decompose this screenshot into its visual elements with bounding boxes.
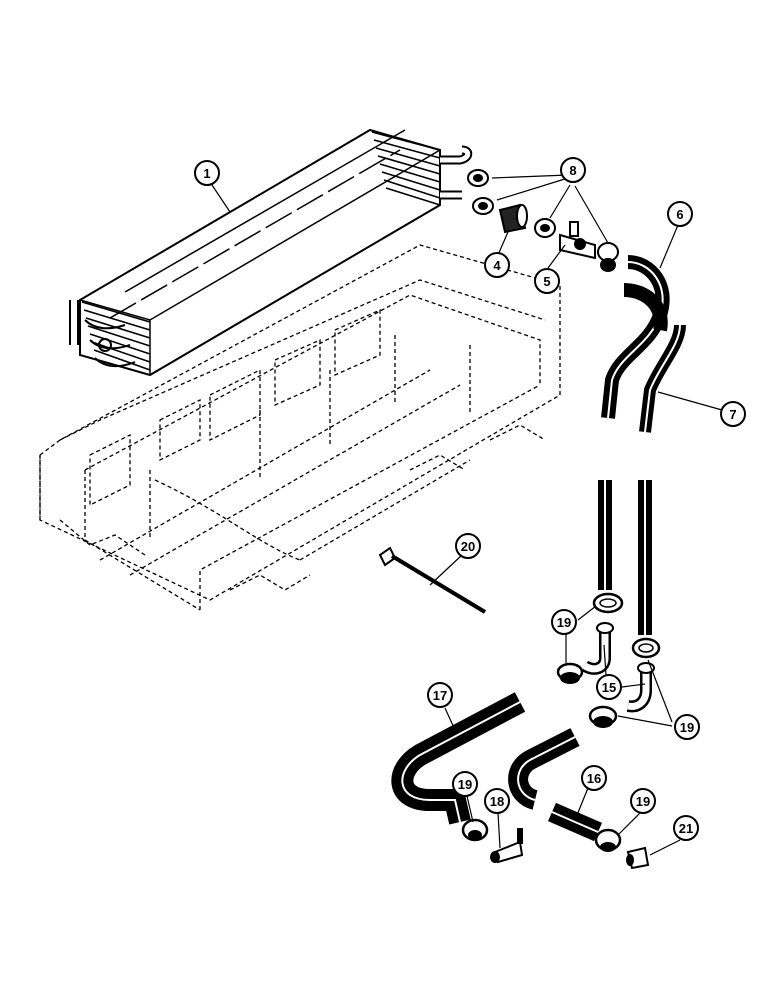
clamp-8a bbox=[467, 169, 489, 187]
clamp-8c bbox=[534, 218, 556, 238]
clamp-19-upper bbox=[592, 592, 624, 614]
callout-19-a: 19 bbox=[551, 609, 577, 635]
clamp-19-bottom-left bbox=[461, 818, 489, 842]
hose-17 bbox=[391, 692, 526, 825]
svg-text:19: 19 bbox=[458, 777, 472, 792]
valve-5 bbox=[559, 221, 596, 260]
hose-7 bbox=[623, 283, 686, 433]
svg-text:1: 1 bbox=[203, 166, 210, 181]
clamp-19-left bbox=[556, 662, 584, 684]
svg-text:19: 19 bbox=[557, 615, 571, 630]
callout-7: 7 bbox=[720, 401, 746, 427]
hose-16 bbox=[508, 728, 602, 842]
callout-19-d: 19 bbox=[630, 788, 656, 814]
callout-5: 5 bbox=[534, 268, 560, 294]
callout-4: 4 bbox=[484, 252, 510, 278]
clamp-8d bbox=[597, 242, 619, 272]
callout-6: 6 bbox=[667, 201, 693, 227]
svg-text:17: 17 bbox=[433, 688, 447, 703]
drain-fitting-18 bbox=[490, 828, 524, 864]
svg-text:21: 21 bbox=[679, 821, 693, 836]
callout-16: 16 bbox=[581, 765, 607, 791]
svg-text:6: 6 bbox=[676, 207, 683, 222]
elbow-15-left bbox=[581, 622, 614, 675]
callout-20: 20 bbox=[455, 533, 481, 559]
callout-21: 21 bbox=[673, 815, 699, 841]
clamp-19-lower bbox=[588, 705, 618, 728]
svg-text:5: 5 bbox=[543, 274, 550, 289]
leader-lines bbox=[209, 174, 723, 856]
svg-text:19: 19 bbox=[680, 720, 694, 735]
svg-text:4: 4 bbox=[493, 258, 501, 273]
svg-text:16: 16 bbox=[587, 771, 601, 786]
coupler-4 bbox=[498, 203, 528, 234]
svg-text:19: 19 bbox=[636, 794, 650, 809]
clamp-19-right bbox=[631, 637, 661, 659]
svg-text:18: 18 bbox=[490, 794, 504, 809]
svg-text:8: 8 bbox=[569, 163, 576, 178]
svg-text:20: 20 bbox=[461, 539, 475, 554]
callout-15: 15 bbox=[596, 674, 622, 700]
cable-tie-20 bbox=[378, 546, 487, 614]
clamp-19-bottom-right bbox=[594, 828, 622, 852]
callout-18: 18 bbox=[484, 788, 510, 814]
callout-19-c: 19 bbox=[452, 771, 478, 797]
heater-core bbox=[69, 128, 473, 377]
fitting-21 bbox=[626, 846, 650, 870]
callout-1: 1 bbox=[194, 160, 220, 186]
svg-text:15: 15 bbox=[602, 680, 616, 695]
callout-8: 8 bbox=[560, 157, 586, 183]
clamp-8b bbox=[472, 197, 494, 215]
callout-17: 17 bbox=[427, 682, 453, 708]
heater-housing-tray bbox=[39, 244, 561, 611]
svg-text:7: 7 bbox=[729, 407, 736, 422]
callout-19-b: 19 bbox=[674, 714, 700, 740]
